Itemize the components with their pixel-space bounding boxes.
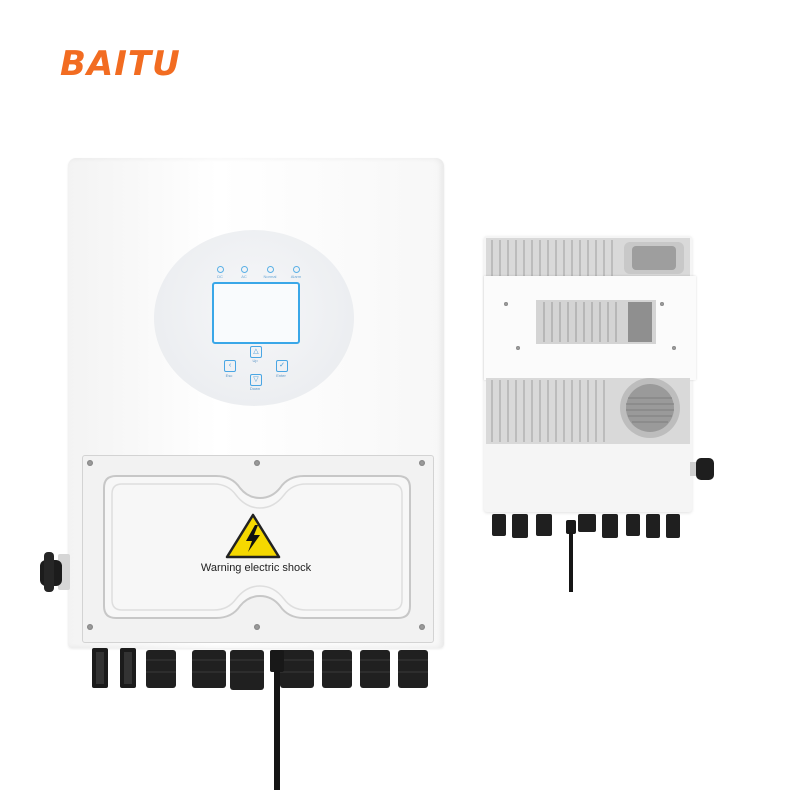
middle-heatsink-window bbox=[536, 300, 656, 344]
screw-icon bbox=[254, 624, 260, 630]
indicator-dc: DC bbox=[210, 266, 230, 279]
screw-icon bbox=[87, 624, 93, 630]
wifi-antenna-cable-icon bbox=[270, 650, 284, 790]
bottom-heatsink-fins bbox=[486, 378, 690, 444]
screw-icon bbox=[87, 460, 93, 466]
screw-icon bbox=[672, 346, 676, 350]
wifi-antenna-cable-icon bbox=[566, 520, 576, 592]
cable-gland-icon bbox=[602, 514, 618, 538]
dc-switch-knob-icon[interactable] bbox=[38, 550, 70, 594]
cable-gland-icon bbox=[230, 650, 264, 690]
up-button[interactable]: △ bbox=[250, 346, 262, 358]
high-voltage-warning-icon bbox=[225, 513, 281, 559]
cable-gland-icon bbox=[322, 650, 352, 688]
screw-icon bbox=[419, 624, 425, 630]
keypad: ‹ Esc △ Up ▽ Down ✓ Enter bbox=[222, 344, 292, 396]
esc-button[interactable]: ‹ bbox=[224, 360, 236, 372]
led-icon bbox=[266, 266, 274, 273]
enter-button-label: Enter bbox=[276, 373, 286, 378]
cable-gland-icon bbox=[280, 650, 314, 688]
warning-label: Warning electric shock bbox=[200, 562, 312, 574]
cable-connectors-back bbox=[492, 514, 680, 538]
led-icon bbox=[292, 266, 300, 273]
pv-connector-icon bbox=[666, 514, 680, 538]
screw-icon bbox=[254, 460, 260, 466]
cable-gland-icon bbox=[578, 514, 596, 532]
indicator-alarm: Alarm bbox=[286, 266, 306, 279]
brand-logo: BAITU bbox=[60, 44, 181, 84]
indicator-label: Alarm bbox=[290, 274, 302, 279]
screw-icon bbox=[660, 302, 664, 306]
status-indicator-row: DC AC Normal Alarm bbox=[210, 266, 310, 282]
indicator-label: DC bbox=[217, 274, 223, 279]
top-heatsink-fins bbox=[486, 238, 690, 278]
cable-gland-icon bbox=[492, 514, 506, 536]
cable-gland-icon bbox=[512, 514, 528, 538]
cable-gland-icon bbox=[192, 650, 226, 688]
down-button[interactable]: ▽ bbox=[250, 374, 262, 386]
dc-switch-knob-icon[interactable] bbox=[690, 456, 716, 482]
down-button-label: Down bbox=[249, 386, 261, 391]
cable-gland-icon bbox=[626, 514, 640, 536]
indicator-label: Normal bbox=[263, 274, 277, 279]
led-icon bbox=[216, 266, 224, 273]
screw-icon bbox=[516, 346, 520, 350]
up-button-label: Up bbox=[252, 358, 258, 363]
screw-icon bbox=[504, 302, 508, 306]
cable-gland-icon bbox=[398, 650, 428, 688]
pv-connector-icon bbox=[646, 514, 660, 538]
cable-connectors-main bbox=[92, 648, 428, 690]
indicator-ac: AC bbox=[234, 266, 254, 279]
indicator-label: AC bbox=[241, 274, 247, 279]
cable-gland-icon bbox=[536, 514, 552, 536]
screw-icon bbox=[419, 460, 425, 466]
cable-gland-icon bbox=[360, 650, 390, 688]
enter-button[interactable]: ✓ bbox=[276, 360, 288, 372]
led-icon bbox=[240, 266, 248, 273]
indicator-normal: Normal bbox=[260, 266, 280, 279]
cable-gland-icon bbox=[146, 650, 176, 688]
lcd-display bbox=[212, 282, 300, 344]
esc-button-label: Esc bbox=[225, 373, 233, 378]
